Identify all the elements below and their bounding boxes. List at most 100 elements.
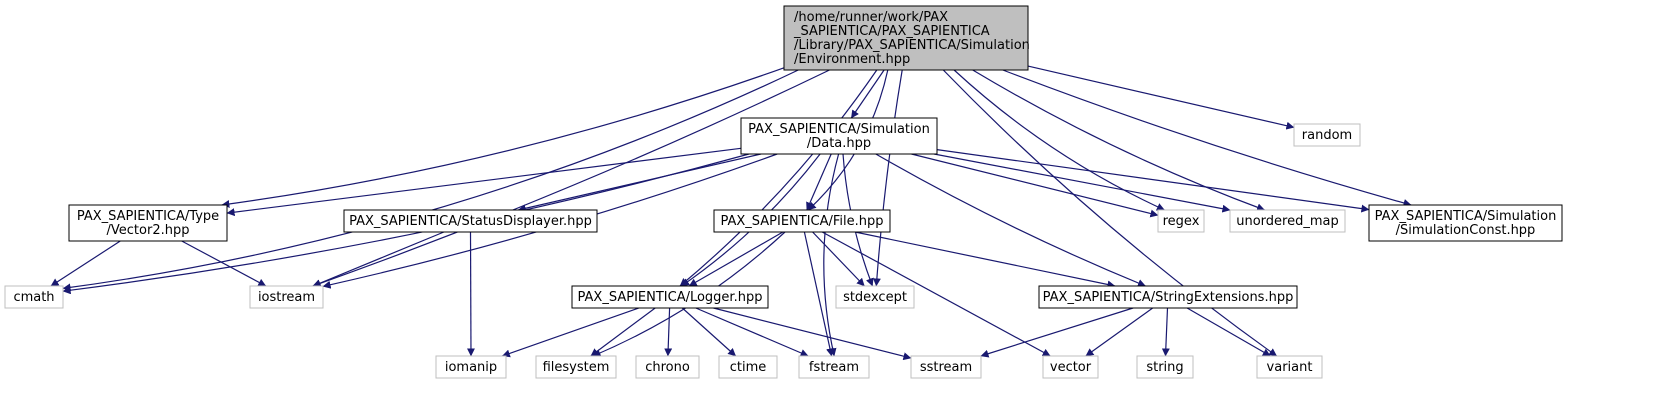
edge-data-status <box>517 153 762 213</box>
edge-root-vector2 <box>221 67 785 208</box>
node-regex: regex <box>1157 209 1205 233</box>
node-label-simconst-1: /SimulationConst.hpp <box>1396 223 1536 238</box>
edge-root-unordered_map <box>972 69 1265 212</box>
node-ctime: ctime <box>718 355 778 379</box>
edge-strext-sstream <box>980 307 1134 358</box>
node-label-vector2-0: PAX_SAPIENTICA/Type <box>77 209 219 224</box>
node-box-data <box>740 117 938 155</box>
node-box-root <box>783 5 1029 71</box>
node-label-vector-0: vector <box>1050 360 1092 375</box>
edge-data-vector2 <box>226 147 742 217</box>
node-label-sstream-0: sstream <box>920 360 972 375</box>
node-label-file-0: PAX_SAPIENTICA/File.hpp <box>720 214 883 229</box>
node-box-random <box>1293 123 1361 147</box>
edge-logger-ctime <box>681 307 737 357</box>
node-label-root-0: /home/runner/work/PAX <box>794 10 948 25</box>
node-box-status <box>343 209 598 233</box>
node-box-iomanip <box>435 355 507 379</box>
edge-vector2-iostream <box>181 240 267 287</box>
node-box-strext <box>1038 285 1298 309</box>
node-fstream: fstream <box>798 355 870 379</box>
node-unordered_map: unordered_map <box>1229 209 1346 233</box>
node-box-filesystem <box>535 355 617 379</box>
node-filesystem: filesystem <box>535 355 617 379</box>
node-chrono: chrono <box>635 355 700 379</box>
edge-data-unordered_map <box>933 153 1231 213</box>
node-iostream: iostream <box>249 285 324 309</box>
node-label-variant-0: variant <box>1267 360 1313 375</box>
node-label-root-1: _SAPIENTICA/PAX_SAPIENTICA <box>793 24 990 39</box>
node-box-vector <box>1042 355 1099 379</box>
node-box-cmath <box>4 285 64 309</box>
node-stdexcept: stdexcept <box>835 285 915 309</box>
node-logger[interactable]: PAX_SAPIENTICA/Logger.hpp <box>571 285 769 309</box>
edge-root-stdexcept <box>872 69 903 287</box>
node-file[interactable]: PAX_SAPIENTICA/File.hpp <box>713 209 891 233</box>
nodes-layer: /home/runner/work/PAX_SAPIENTICA/PAX_SAP… <box>4 5 1563 379</box>
edge-data-file <box>806 153 832 211</box>
node-label-root-2: /Library/PAX_SAPIENTICA/Simulation <box>794 38 1030 53</box>
node-label-iomanip-0: iomanip <box>445 360 497 375</box>
node-label-simconst-0: PAX_SAPIENTICA/Simulation <box>1375 209 1557 224</box>
node-label-root-3: /Environment.hpp <box>794 52 910 67</box>
node-label-unordered_map-0: unordered_map <box>1236 214 1339 229</box>
edge-strext-string <box>1161 307 1170 357</box>
node-iomanip: iomanip <box>435 355 507 379</box>
node-sstream: sstream <box>910 355 982 379</box>
edge-root-variant <box>942 69 1278 357</box>
edge-root-regex <box>953 69 1165 211</box>
node-box-string <box>1136 355 1194 379</box>
edge-file-fstream <box>803 231 834 357</box>
node-box-sstream <box>910 355 982 379</box>
node-random: random <box>1293 123 1361 147</box>
edge-logger-filesystem <box>590 307 656 357</box>
node-variant: variant <box>1256 355 1323 379</box>
node-label-regex-0: regex <box>1163 214 1200 229</box>
edge-root-simconst <box>1002 69 1412 207</box>
node-label-strext-0: PAX_SAPIENTICA/StringExtensions.hpp <box>1043 290 1294 305</box>
edge-root-random <box>1027 65 1295 130</box>
edges-layer <box>50 65 1412 361</box>
node-vector: vector <box>1042 355 1099 379</box>
edge-logger-chrono <box>664 307 673 357</box>
node-box-chrono <box>635 355 700 379</box>
node-label-random-0: random <box>1302 128 1352 143</box>
edge-root-cmath <box>62 69 799 292</box>
node-label-string-0: string <box>1146 360 1183 375</box>
node-box-file <box>713 209 891 233</box>
node-vector2[interactable]: PAX_SAPIENTICA/Type/Vector2.hpp <box>68 204 228 242</box>
node-label-fstream-0: fstream <box>809 360 859 375</box>
node-cmath: cmath <box>4 285 64 309</box>
node-string: string <box>1136 355 1194 379</box>
node-label-ctime-0: ctime <box>730 360 767 375</box>
edge-status-iomanip <box>466 231 475 357</box>
edge-file-logger <box>688 231 784 287</box>
edge-logger-fstream <box>695 307 809 357</box>
edge-data-regex <box>911 153 1159 218</box>
edge-file-stdexcept <box>812 231 865 287</box>
node-root[interactable]: /home/runner/work/PAX_SAPIENTICA/PAX_SAP… <box>783 5 1030 71</box>
node-box-simconst <box>1368 204 1563 242</box>
node-label-cmath-0: cmath <box>13 290 54 305</box>
node-label-iostream-0: iostream <box>258 290 315 305</box>
node-status[interactable]: PAX_SAPIENTICA/StatusDisplayer.hpp <box>343 209 598 233</box>
node-box-regex <box>1157 209 1205 233</box>
edge-data-strext <box>875 153 1146 287</box>
node-box-logger <box>571 285 769 309</box>
node-box-ctime <box>718 355 778 379</box>
edge-strext-variant <box>1186 307 1271 357</box>
node-box-vector2 <box>68 204 228 242</box>
edge-logger-iomanip <box>501 307 639 358</box>
node-label-data-0: PAX_SAPIENTICA/Simulation <box>748 122 930 137</box>
node-box-stdexcept <box>835 285 915 309</box>
edge-file-vector <box>821 231 1051 357</box>
node-simconst[interactable]: PAX_SAPIENTICA/Simulation/SimulationCons… <box>1368 204 1563 242</box>
edge-data-cmath <box>62 153 750 295</box>
node-strext[interactable]: PAX_SAPIENTICA/StringExtensions.hpp <box>1038 285 1298 309</box>
edge-root-iostream <box>312 69 830 288</box>
node-label-status-0: PAX_SAPIENTICA/StatusDisplayer.hpp <box>349 214 592 229</box>
edge-vector2-cmath <box>50 240 121 287</box>
edge-root-logger <box>679 69 878 287</box>
node-data[interactable]: PAX_SAPIENTICA/Simulation/Data.hpp <box>740 117 938 155</box>
